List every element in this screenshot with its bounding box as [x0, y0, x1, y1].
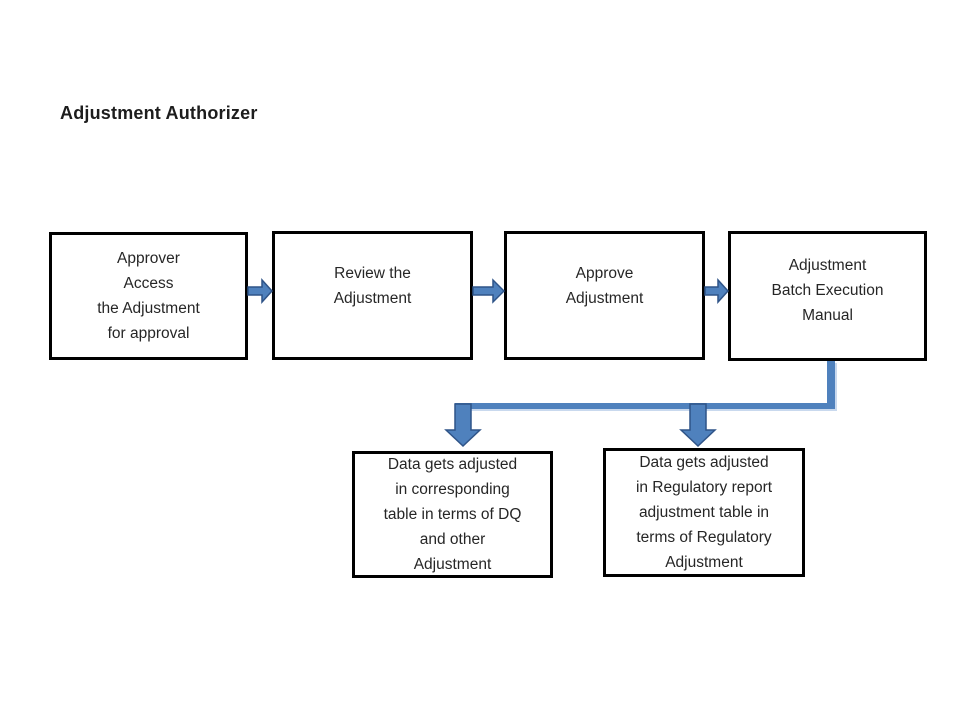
flow-box-regulatory-adjustment-table: Data gets adjusted in Regulatory report … — [603, 448, 805, 577]
block-arrow-down-icon — [444, 403, 482, 448]
flow-box-approve-adjustment: Approve Adjustment — [504, 231, 705, 360]
page-title: Adjustment Authorizer — [60, 103, 258, 123]
block-arrow-right-icon — [704, 278, 729, 304]
block-arrow-down-icon — [679, 403, 717, 448]
flow-box-approver-access: Approver Access the Adjustment for appro… — [49, 232, 248, 360]
block-arrow-right-icon — [247, 278, 273, 304]
flow-box-dq-adjustment-table: Data gets adjusted in corresponding tabl… — [352, 451, 553, 578]
connector-horizontal-line — [455, 403, 835, 409]
connector-vertical-line — [827, 361, 835, 407]
flow-box-batch-execution-manual: Adjustment Batch Execution Manual — [728, 231, 927, 361]
block-arrow-right-icon — [472, 278, 505, 304]
flow-box-review-adjustment: Review the Adjustment — [272, 231, 473, 360]
